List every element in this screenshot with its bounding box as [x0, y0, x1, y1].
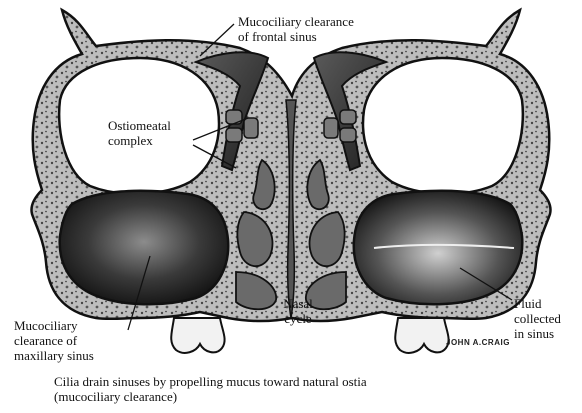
label-nasal-line-1: Nasal — [272, 296, 324, 311]
label-fluid-line-3: in sinus — [514, 326, 561, 341]
caption-line-2: (mucociliary clearance) — [54, 389, 367, 404]
label-ostiomeatal-line-1: Ostiomeatal — [108, 118, 171, 133]
label-nasal-line-2: cycle — [272, 311, 324, 326]
right-orbit — [363, 58, 523, 194]
label-frontal-clearance: Mucociliary clearance of frontal sinus — [238, 14, 354, 44]
label-maxillary-clearance: Mucociliary clearance of maxillary sinus — [14, 318, 94, 363]
figure-caption: Cilia drain sinuses by propelling mucus … — [54, 374, 367, 404]
label-ostiomeatal-line-2: complex — [108, 133, 171, 148]
label-fluid-line-1: Fluid — [514, 296, 561, 311]
label-frontal-line-2: of frontal sinus — [238, 29, 354, 44]
label-fluid-line-2: collected — [514, 311, 561, 326]
label-ostiomeatal-complex: Ostiomeatal complex — [108, 118, 171, 148]
right-tooth — [395, 318, 448, 353]
caption-line-1: Cilia drain sinuses by propelling mucus … — [54, 374, 367, 389]
left-tooth — [171, 318, 224, 353]
left-maxillary-sinus — [60, 191, 229, 304]
label-fluid-collected: Fluid collected in sinus — [514, 296, 561, 341]
label-maxillary-line-1: Mucociliary — [14, 318, 94, 333]
label-nasal-cycle: Nasal cycle — [272, 296, 324, 326]
label-maxillary-line-3: maxillary sinus — [14, 348, 94, 363]
artist-signature: JOHN A.CRAIG — [446, 338, 510, 347]
label-frontal-line-1: Mucociliary clearance — [238, 14, 354, 29]
label-maxillary-line-2: clearance of — [14, 333, 94, 348]
